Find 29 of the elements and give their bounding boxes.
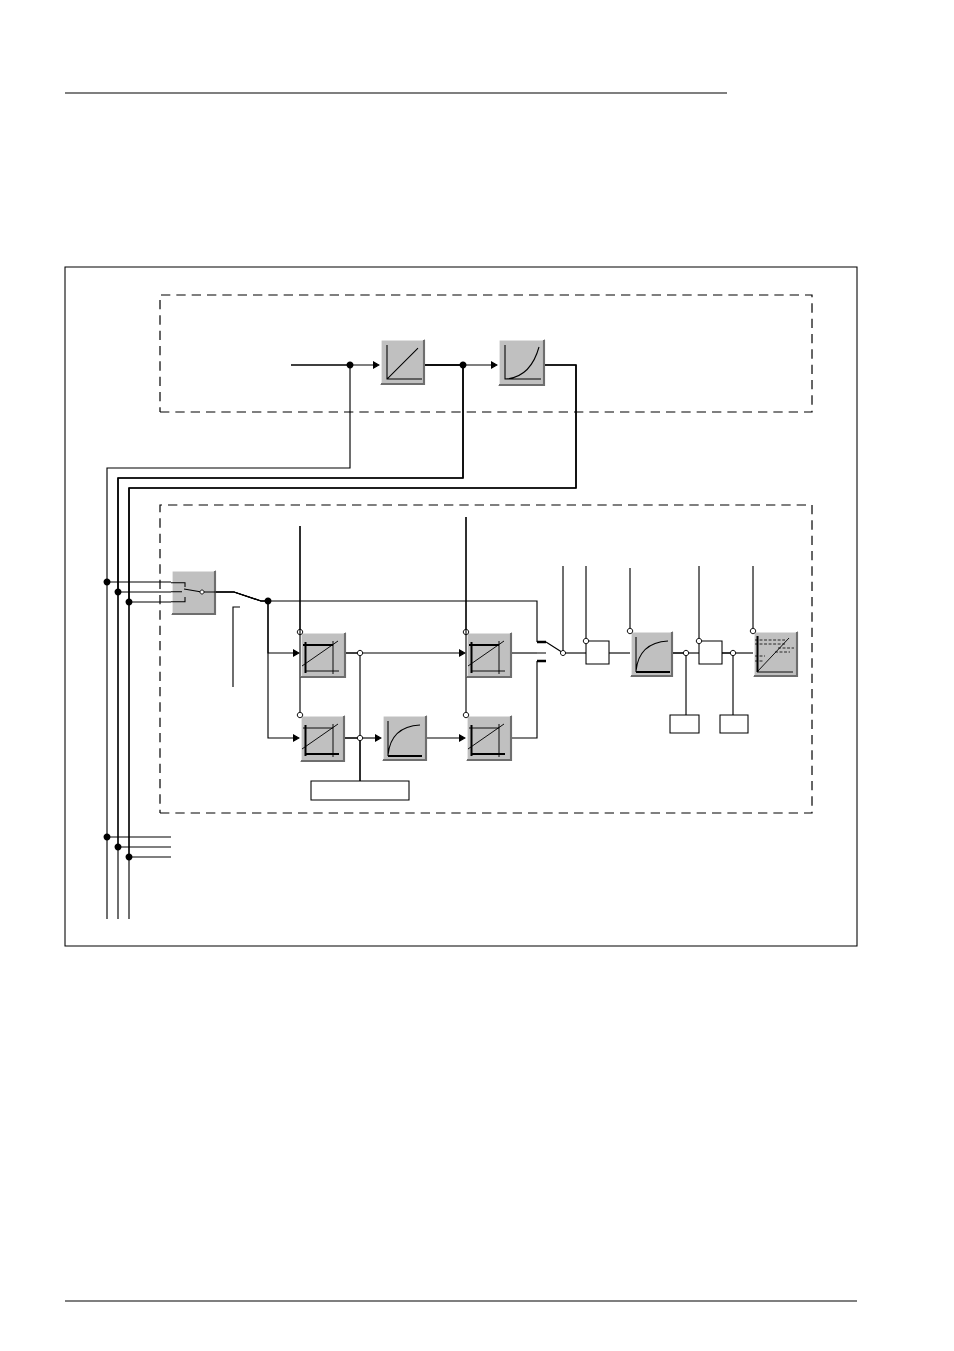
signal-line bbox=[698, 565, 700, 639]
function-block bbox=[380, 339, 426, 386]
signal-line bbox=[608, 652, 631, 654]
signal-line bbox=[511, 662, 538, 739]
signal-line bbox=[511, 652, 538, 654]
blank-box bbox=[582, 637, 610, 665]
signal-line bbox=[564, 652, 587, 654]
blank-box bbox=[669, 714, 700, 734]
signal-line bbox=[721, 652, 734, 716]
blank-box bbox=[695, 637, 723, 665]
signal-line bbox=[344, 737, 361, 782]
signal-line bbox=[106, 364, 351, 583]
changeover-switch-symbol bbox=[535, 639, 566, 664]
blank-box bbox=[719, 714, 749, 734]
dashed-frame bbox=[159, 504, 813, 814]
signal-line bbox=[585, 565, 587, 639]
signal-line bbox=[299, 525, 301, 713]
signal-line bbox=[465, 516, 467, 713]
signal-line bbox=[629, 567, 631, 629]
arrow bbox=[426, 734, 466, 742]
signal-line bbox=[752, 565, 754, 629]
signal-line bbox=[562, 565, 564, 641]
dashed-frame bbox=[159, 294, 813, 413]
signal-line bbox=[672, 652, 687, 716]
blank-box bbox=[310, 780, 410, 801]
signal-line bbox=[215, 591, 538, 641]
function-block bbox=[626, 627, 674, 678]
function-block bbox=[171, 570, 217, 616]
function-block bbox=[498, 339, 546, 387]
